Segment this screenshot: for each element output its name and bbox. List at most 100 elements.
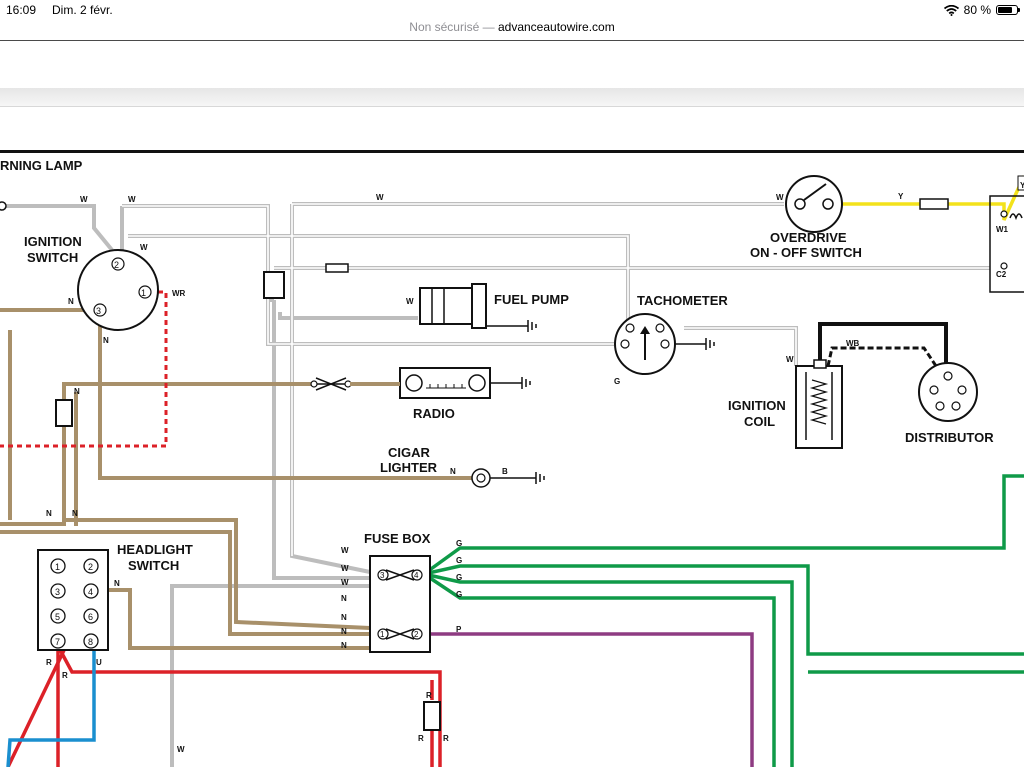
wl-g-5: G <box>456 590 462 599</box>
wl-n-8: N <box>341 594 347 603</box>
purple-wire <box>420 632 754 767</box>
hl-terminal-6: 6 <box>88 612 93 622</box>
fuse-terminal-4: 4 <box>414 571 419 580</box>
label-fuel-pump: FUEL PUMP <box>494 292 569 307</box>
wl-n-7: N <box>114 579 120 588</box>
hl-terminal-4: 4 <box>88 587 93 597</box>
wl-w-3: W <box>140 243 148 252</box>
label-fuse-box: FUSE BOX <box>364 531 431 546</box>
wl-w-4: W <box>376 193 384 202</box>
security-warning: Non sécurisé <box>409 20 480 34</box>
wl-r-3: R <box>426 691 432 700</box>
wl-wb: WB <box>846 339 860 348</box>
toolbar-shadow <box>0 88 1024 107</box>
hl-terminal-2: 2 <box>88 562 93 572</box>
warning-lamp-terminal <box>0 201 7 211</box>
wifi-icon <box>943 4 959 16</box>
wl-n-1: N <box>68 297 74 306</box>
hl-terminal-3: 3 <box>55 587 60 597</box>
wire-inner-lines <box>122 203 990 556</box>
brown-wires <box>0 308 472 650</box>
fuse-terminal-3: 3 <box>380 571 385 580</box>
wl-r-2: R <box>62 671 68 680</box>
fuel-pump <box>419 283 537 332</box>
ign-terminal-3: 3 <box>96 306 101 316</box>
wl-n-3: N <box>74 387 80 396</box>
hl-terminal-7: 7 <box>55 637 60 647</box>
label-cigar-1: CIGAR <box>388 445 431 460</box>
wl-w-8: W <box>341 546 349 555</box>
wl-g-2: G <box>456 539 462 548</box>
wl-r-1: R <box>46 658 52 667</box>
green-wires <box>422 474 1024 767</box>
wl-n-5: N <box>46 509 52 518</box>
wl-n-9: N <box>341 613 347 622</box>
blue-wires <box>6 646 96 767</box>
label-headlight-2: SWITCH <box>128 558 179 573</box>
yellow-wire <box>836 175 1024 221</box>
black-wires <box>818 322 948 366</box>
wl-w-11: W <box>177 745 185 754</box>
cigar-lighter <box>471 468 545 488</box>
label-warning-lamp: RNING LAMP <box>0 158 83 173</box>
inline-fuse-w <box>263 271 285 299</box>
label-cigar-2: LIGHTER <box>380 460 438 475</box>
inline-fuse-n <box>55 399 73 427</box>
wl-b-1: B <box>502 467 508 476</box>
wl-w-2: W <box>128 195 136 204</box>
tachometer <box>614 313 715 375</box>
label-overdrive-2: ON - OFF SWITCH <box>750 245 862 260</box>
fuse-terminal-2: 2 <box>414 630 419 639</box>
ignition-switch: 2 1 3 <box>77 249 159 331</box>
inline-fuse-r <box>423 701 441 731</box>
wl-n-4: N <box>450 467 456 476</box>
url-separator: — <box>479 20 498 34</box>
fuse-terminal-1: 1 <box>380 630 385 639</box>
label-ignition-switch-1: IGNITION <box>24 234 82 249</box>
label-distributor: DISTRIBUTOR <box>905 430 994 445</box>
red-wires <box>6 645 442 767</box>
hl-terminal-8: 8 <box>88 637 93 647</box>
wl-w-6: W <box>406 297 414 306</box>
wl-n-11: N <box>341 641 347 650</box>
relay-terminal-c2: C2 <box>996 270 1007 279</box>
wl-n-2: N <box>103 336 109 345</box>
hl-terminal-5: 5 <box>55 612 60 622</box>
wl-w-7: W <box>786 355 794 364</box>
diagram-frame-top <box>0 150 1024 153</box>
relay-terminal-w1: W1 <box>996 225 1009 234</box>
label-tachometer: TACHOMETER <box>637 293 728 308</box>
ign-terminal-2: 2 <box>114 260 119 270</box>
wl-w-5: W <box>776 193 784 202</box>
wl-w-1: W <box>80 195 88 204</box>
status-indicators: 80 % <box>943 3 1020 17</box>
status-bar: 16:09 Dim. 2 févr. Non sécurisé — advanc… <box>0 0 1024 40</box>
ign-terminal-1: 1 <box>141 288 146 298</box>
wl-g-1: G <box>614 377 620 386</box>
battery-icon <box>996 5 1020 15</box>
wl-r-4: R <box>418 734 424 743</box>
wr-wire <box>0 290 168 448</box>
inline-fuse-y <box>919 198 949 210</box>
wire-code-labels: W W W W W Y WR N N N W G W WB N B N N N … <box>46 192 904 754</box>
label-overdrive-1: OVERDRIVE <box>770 230 847 245</box>
label-coil-1: IGNITION <box>728 398 786 413</box>
radio <box>399 367 531 399</box>
wl-w-9: W <box>341 564 349 573</box>
wl-p-1: P <box>456 625 462 634</box>
address-bar[interactable]: Non sécurisé — advanceautowire.com <box>0 20 1024 34</box>
wl-wr: WR <box>172 289 186 298</box>
wl-u-1: U <box>96 658 102 667</box>
radio-fuse <box>310 377 400 391</box>
label-ignition-switch-2: SWITCH <box>27 250 78 265</box>
wl-n-10: N <box>341 627 347 636</box>
wl-g-3: G <box>456 556 462 565</box>
url-domain: advanceautowire.com <box>497 20 615 34</box>
inline-fuse-top <box>325 263 349 273</box>
browser-toolbar <box>0 40 1024 89</box>
label-coil-2: COIL <box>744 414 775 429</box>
wb-wire <box>826 346 938 367</box>
fuse-box <box>369 555 431 653</box>
headlight-switch <box>37 549 109 651</box>
